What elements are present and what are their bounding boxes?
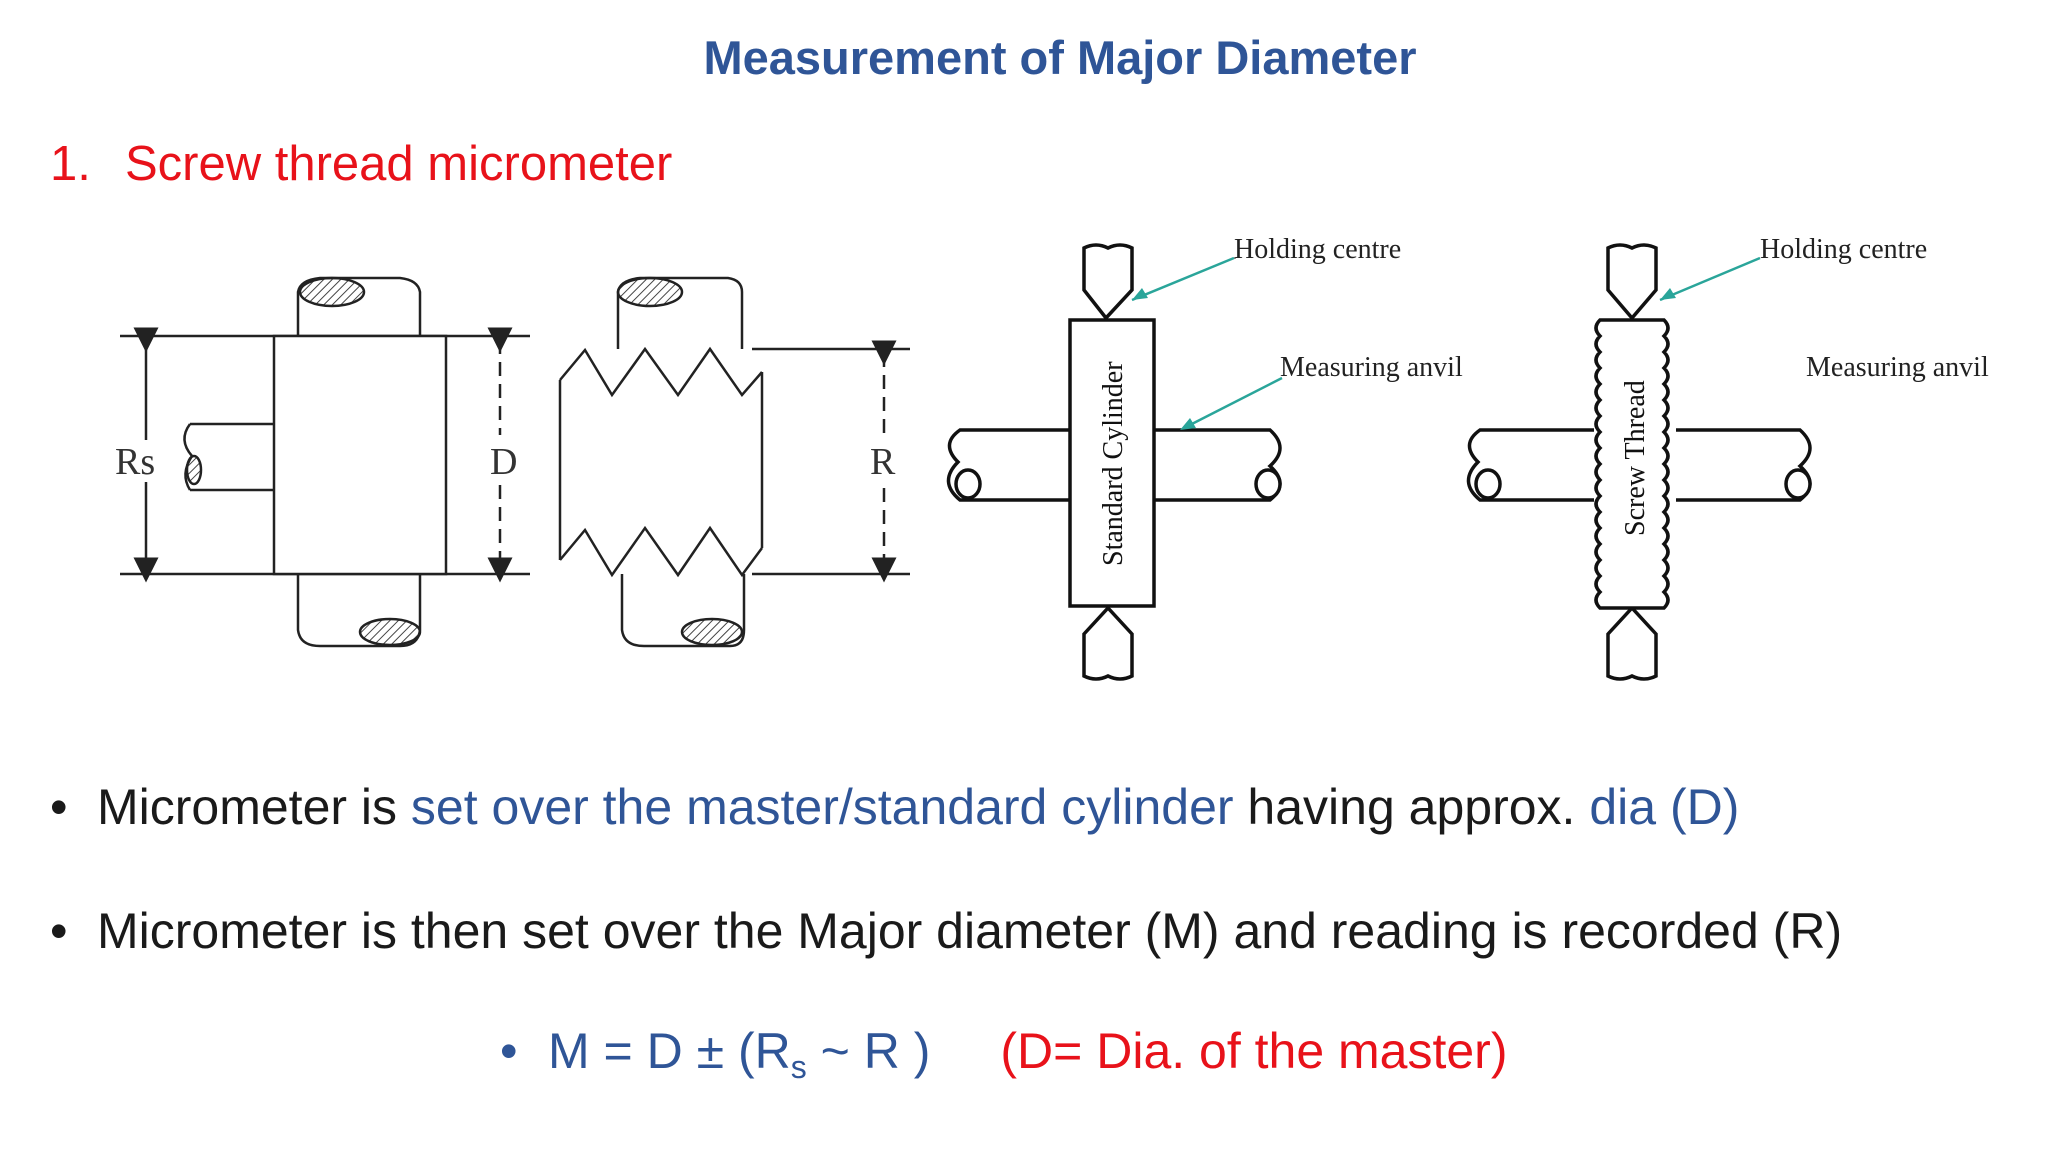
measurement-diagram: Rs D R Standard Cylinder [115, 234, 1989, 681]
thread-measuring-anvil-label: Measuring anvil [1806, 352, 1989, 383]
bullet-1: • Micrometer is set over the master/stand… [50, 778, 1739, 836]
formula-note: (D= Dia. of the master) [1000, 1023, 1508, 1079]
section-heading: 1. Screw thread micrometer [50, 136, 672, 192]
cylinder-holding-centre-label: Holding centre [1234, 234, 1401, 265]
bullet-dot: • [50, 903, 68, 959]
cylinder-measuring-anvil-label: Measuring anvil [1280, 352, 1463, 383]
bullet-1-part3: having approx. [1233, 779, 1590, 835]
heading-number: 1. [50, 137, 91, 191]
thread-panel [1466, 243, 1812, 681]
bullet-1-part1: Micrometer is [97, 779, 411, 835]
thread-body-label: Screw Thread [1620, 380, 1651, 536]
formula-expr-after: ~ R ) [806, 1023, 931, 1079]
thread-holding-centre-label: Holding centre [1760, 234, 1927, 265]
measuring-anvil-arrow-1 [1183, 376, 1283, 430]
bullet-dot: • [50, 779, 68, 835]
holding-centre-arrow-1 [1131, 256, 1235, 302]
slide-title: Measurement of Major Diameter [703, 31, 1417, 84]
cylinder-panel [946, 243, 1282, 681]
formula-sub: s [790, 1049, 807, 1085]
formula-bullet: • [500, 1023, 518, 1079]
formula-line: • M = D ± (Rs ~ R ) (D= Dia. of the master… [500, 1022, 1507, 1086]
bullet-1-part4: dia (D) [1589, 779, 1740, 835]
label-rs: Rs [115, 441, 155, 483]
cylinder-body-label: Standard Cylinder [1098, 361, 1129, 566]
bullet-2: • Micrometer is then set over the Major d… [50, 902, 1842, 960]
bullet-2-text: Micrometer is then set over the Major di… [97, 903, 1843, 959]
screw-thread-drawing [558, 276, 910, 648]
heading-text: Screw thread micrometer [125, 137, 673, 191]
master-cylinder-drawing [120, 276, 530, 648]
holding-centre-arrow-2 [1659, 256, 1761, 302]
label-r: R [870, 441, 896, 483]
formula-expr-before: M = D ± (R [548, 1023, 791, 1079]
bullet-1-part2: set over the master/standard cylinder [410, 779, 1234, 835]
label-d: D [490, 441, 517, 483]
